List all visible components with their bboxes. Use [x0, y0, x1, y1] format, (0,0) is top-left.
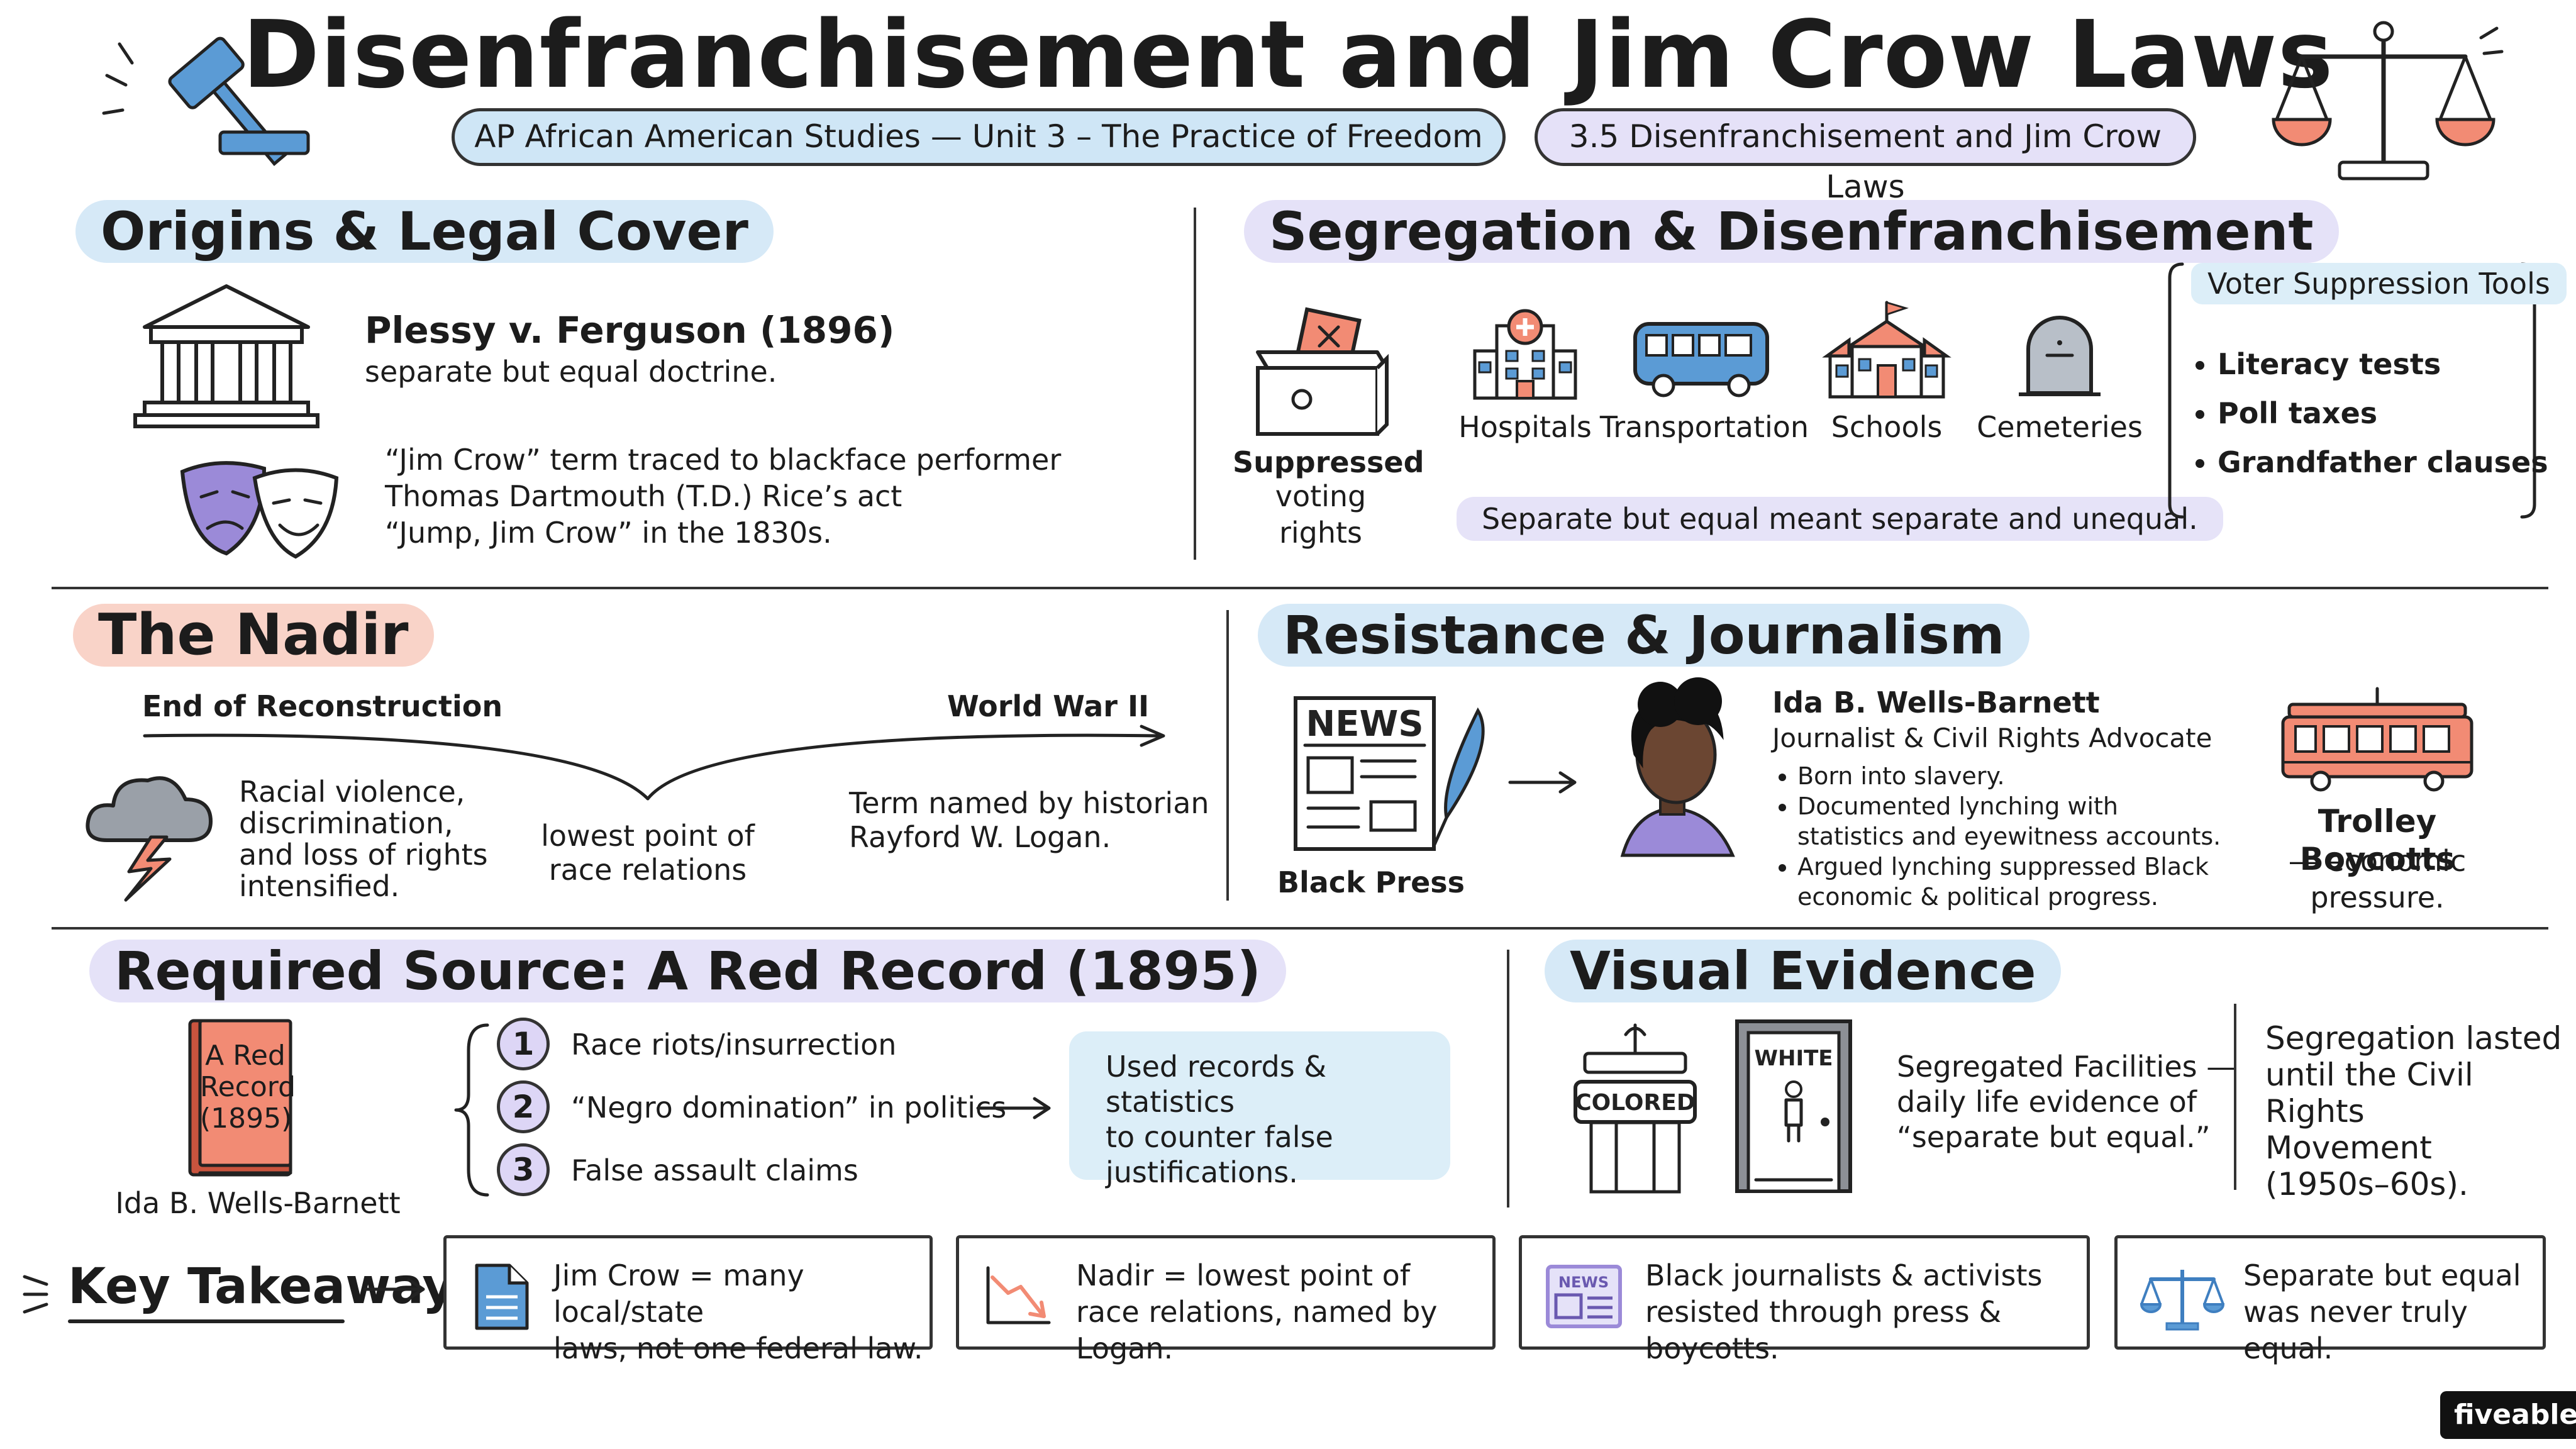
gravestone-icon — [2019, 316, 2101, 396]
tool-item: Literacy tests — [2218, 346, 2548, 382]
newspaper-icon: NEWS — [1546, 1265, 1622, 1328]
column-divider — [2234, 1004, 2236, 1190]
bullet-item: Born into slavery. — [1797, 761, 2221, 791]
takeaways-underline — [68, 1319, 345, 1323]
number-badge: 2 — [497, 1080, 550, 1133]
bus-icon — [1633, 322, 1769, 397]
topic-pill: 3.5 Disenfranchisement and Jim Crow Laws — [1535, 108, 2196, 205]
origins-heading: Origins & Legal Cover — [75, 200, 774, 263]
takeaways-heading: Key Takeaways — [68, 1258, 484, 1315]
gavel-icon — [102, 36, 310, 166]
facility-cemeteries: Cemeteries — [1977, 410, 2143, 444]
hospital-icon — [1473, 309, 1577, 400]
book-icon — [188, 1019, 292, 1177]
items-brace — [454, 1023, 489, 1197]
colored-fountain-icon: COLORED — [1574, 1023, 1697, 1194]
newspaper-quill-icon: NEWS — [1294, 696, 1485, 851]
plessy-description: separate but equal doctrine. — [365, 355, 777, 389]
svg-text:NEWS: NEWS — [1558, 1274, 1609, 1291]
trolley-icon — [2281, 687, 2473, 792]
segregation-duration: Segregation lasted until the Civil Right… — [2265, 1020, 2562, 1202]
white-sign: WHITE — [1754, 1046, 1833, 1071]
nadir-start: End of Reconstruction — [142, 689, 503, 723]
column-divider — [1226, 610, 1229, 901]
facility-transportation: Transportation — [1599, 410, 1809, 444]
source-item: “Negro domination” in politics — [571, 1091, 1007, 1124]
segregation-heading: Segregation & Disenfranchisement — [1244, 200, 2339, 263]
school-icon — [1822, 301, 1951, 399]
press-label: Black Press — [1277, 865, 1465, 899]
arrow-icon — [1508, 771, 1577, 794]
trolley-title: Trolley Boycotts — [2299, 803, 2455, 877]
jimcrow-origin-text: “Jim Crow” term traced to blackface perf… — [385, 443, 1062, 550]
column-divider — [1507, 950, 1509, 1208]
tools-list: Literacy tests Poll taxes Grandfather cl… — [2192, 346, 2548, 480]
number-badge: 3 — [497, 1143, 550, 1196]
storm-cloud-icon — [86, 776, 213, 902]
person-bullets: Born into slavery. Documented lynching w… — [1772, 761, 2221, 912]
visual-heading: Visual Evidence — [1545, 940, 2062, 1002]
takeaway-text: Jim Crow = many local/state laws, not on… — [553, 1258, 923, 1365]
nadir-lowest-point: lowest point of race relations — [541, 819, 755, 887]
scales-icon — [2272, 21, 2504, 180]
facility-schools: Schools — [1831, 410, 1943, 444]
source-heading: Required Source: A Red Record (1895) — [89, 940, 1286, 1002]
person-role: Journalist & Civil Rights Advocate — [1772, 723, 2212, 753]
source-item: Race riots/insurrection — [571, 1028, 897, 1062]
nadir-effects: Racial violence, discrimination, and los… — [239, 775, 488, 903]
nadir-logan: Term named by historian Rayford W. Logan… — [849, 786, 1209, 854]
white-door-icon: WHITE — [1735, 1019, 1852, 1193]
news-label: NEWS — [1306, 704, 1423, 745]
takeaway-text: Black journalists & activists resisted t… — [1645, 1258, 2043, 1365]
tools-title: Voter Suppression Tools — [2191, 263, 2567, 304]
emphasis-marks — [23, 1275, 48, 1314]
theater-masks-icon — [180, 461, 339, 559]
facility-hospitals: Hospitals — [1458, 410, 1592, 444]
ballot-label: Suppressed — [1233, 445, 1424, 479]
plessy-title: Plessy v. Ferguson (1896) — [365, 309, 895, 352]
colored-sign: COLORED — [1575, 1090, 1695, 1116]
takeaway-card: Separate but equal was never truly equal… — [2114, 1235, 2546, 1365]
trolley-desc: — economic pressure. — [2288, 844, 2467, 914]
nadir-timeline — [143, 724, 1165, 801]
scales-icon — [2140, 1270, 2225, 1331]
column-divider — [1194, 208, 1196, 560]
nadir-end: World War II — [947, 689, 1150, 723]
arrow-icon — [363, 1278, 425, 1301]
declining-chart-icon — [986, 1266, 1051, 1324]
book-title: A Red Record (1895) — [200, 1040, 296, 1135]
document-icon — [475, 1263, 529, 1330]
source-item: False assault claims — [571, 1153, 858, 1187]
takeaway-card: Jim Crow = many local/state laws, not on… — [443, 1235, 933, 1365]
takeaway-text: Separate but equal was never truly equal… — [2243, 1258, 2521, 1365]
ballot-sublabel: voting rights — [1275, 479, 1367, 550]
tool-item: Grandfather clauses — [2218, 444, 2548, 480]
takeaway-text: Nadir = lowest point of race relations, … — [1076, 1258, 1438, 1365]
resistance-heading: Resistance & Journalism — [1258, 604, 2030, 667]
separate-unequal-note: Separate but equal meant separate and un… — [1457, 497, 2223, 541]
bullet-item: Argued lynching suppressed Blackeconomic… — [1797, 852, 2221, 912]
page-title: Disenfranchisement and Jim Crow Laws — [242, 1, 2334, 109]
row-divider — [52, 927, 2548, 930]
course-pill: AP African American Studies — Unit 3 – T… — [452, 108, 1506, 166]
arrow-icon — [976, 1097, 1051, 1119]
row-divider — [52, 587, 2548, 589]
takeaway-card: NEWS Black journalists & activists resis… — [1519, 1235, 2090, 1365]
brand-logo: fiveable — [2440, 1391, 2576, 1439]
number-badge: 1 — [497, 1018, 550, 1070]
portrait-icon — [1620, 677, 1735, 857]
tool-item: Poll taxes — [2218, 395, 2548, 431]
takeaway-card: Nadir = lowest point of race relations, … — [956, 1235, 1496, 1365]
courthouse-icon — [133, 284, 319, 428]
facilities-caption: Segregated Facilities — daily life evide… — [1897, 1050, 2236, 1154]
nadir-heading: The Nadir — [73, 604, 434, 667]
source-result: Used records & statistics to counter fal… — [1069, 1031, 1450, 1189]
book-author: Ida B. Wells-Barnett — [115, 1186, 401, 1220]
ballot-box-icon — [1256, 307, 1389, 436]
person-name: Ida B. Wells-Barnett — [1772, 686, 2100, 719]
